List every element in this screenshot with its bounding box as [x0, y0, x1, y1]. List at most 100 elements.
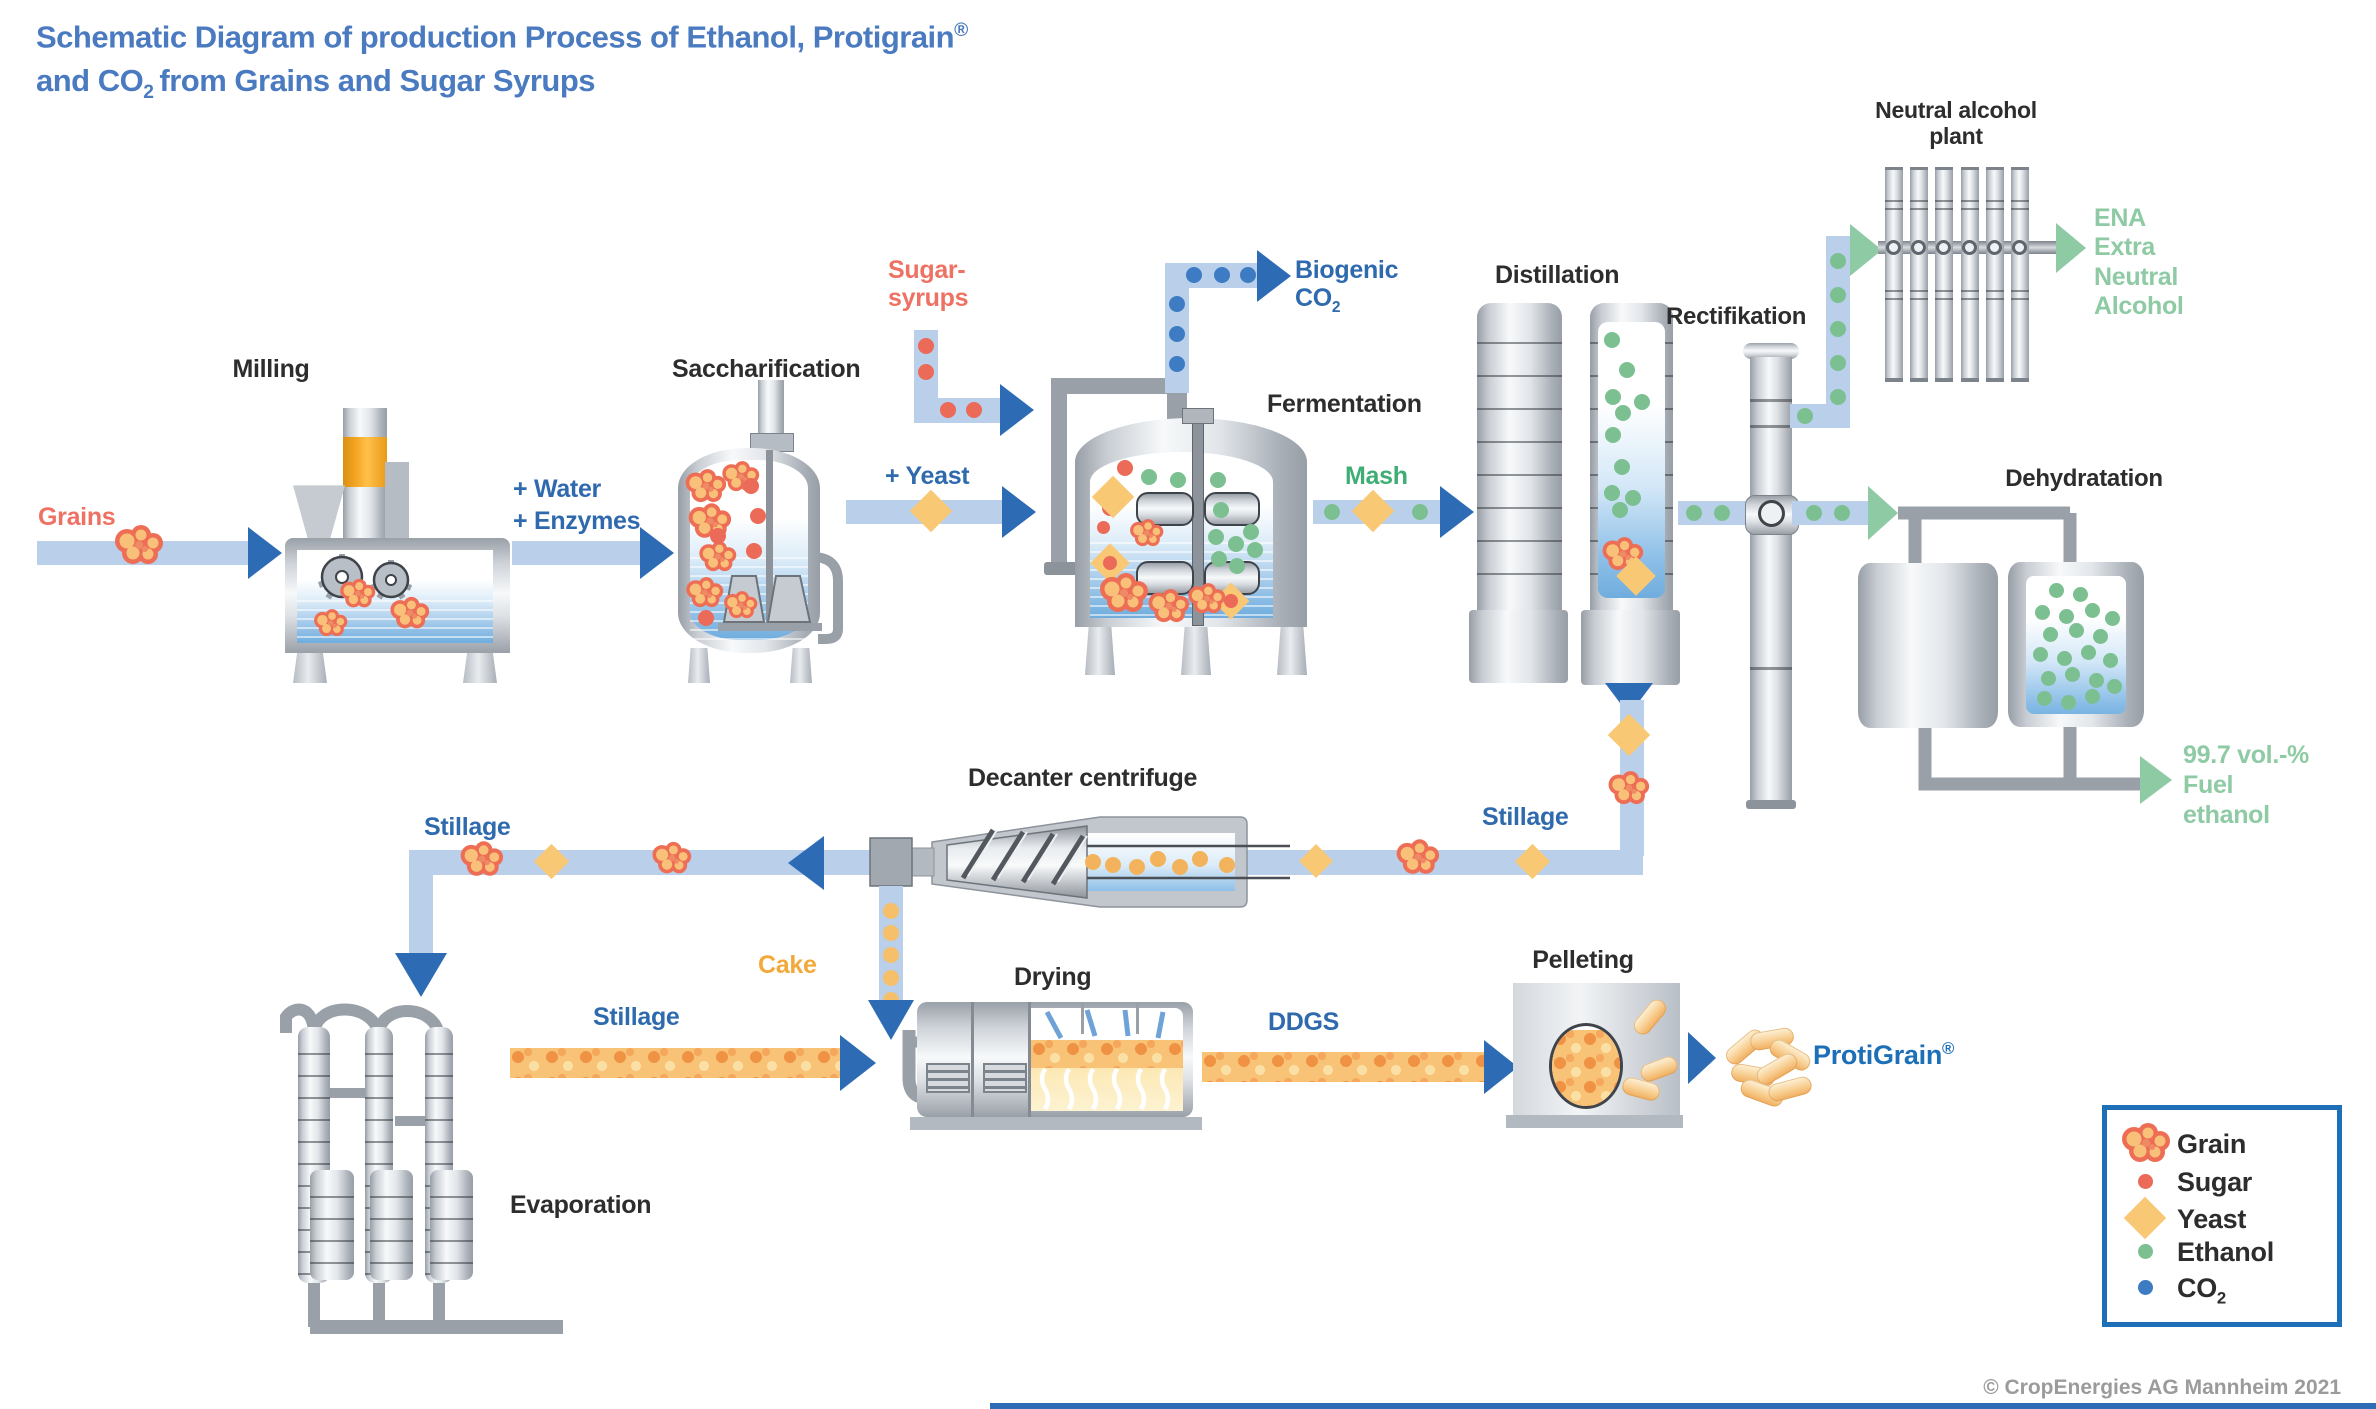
legend-ethanol-label: Ethanol — [2177, 1237, 2274, 1267]
protigrain-sup: ® — [1942, 1039, 1955, 1058]
ena-line4: Alcohol — [2094, 291, 2184, 320]
saccharification-inner-shaft — [766, 450, 773, 625]
drying-vent-grille — [983, 1063, 1027, 1093]
water-enzymes-stream — [512, 541, 640, 565]
footer-rule — [990, 1403, 2376, 1409]
grain-icon — [1128, 518, 1164, 548]
stillage-from-distillation-label: Stillage — [1482, 803, 1569, 831]
ethanol-dot-icon — [1170, 472, 1186, 488]
drying-grain-layer — [1031, 1040, 1183, 1068]
saccharification-leg — [688, 648, 710, 683]
title-registered-sup: ® — [954, 20, 968, 41]
dehydratation-tank-1 — [1858, 563, 1998, 728]
ethanol-dot-icon — [1614, 459, 1630, 475]
ethanol-dot-icon — [2033, 647, 2048, 662]
milling-hopper — [293, 485, 345, 538]
co2-arrow-icon — [1257, 250, 1291, 302]
column-flange-icon — [1911, 240, 1926, 255]
saccharification-label: Saccharification — [672, 355, 861, 383]
neutral-alcohol-column — [1885, 167, 1903, 382]
saccharification-stirrer-shaft — [758, 380, 784, 435]
grain-icon — [650, 841, 692, 875]
grain-icon — [697, 540, 737, 573]
sugar-stream-horizontal — [914, 398, 1000, 423]
ethanol-dot-icon — [1141, 469, 1157, 485]
sugar-dot-icon — [918, 338, 934, 354]
ethanol-dot-icon — [1625, 490, 1641, 506]
drying-drum-divider — [971, 1002, 974, 1117]
pelleting-label: Pelleting — [1532, 946, 1634, 974]
drying-drum-top-divider — [1081, 1002, 1084, 1034]
rectifikation-valve-ring — [1758, 500, 1785, 527]
sugar-dot-icon — [746, 543, 762, 559]
decanter-centrifuge-label: Decanter centrifuge — [968, 764, 1198, 792]
milling-side-step — [385, 462, 409, 538]
ethanol-dot-icon — [1229, 558, 1245, 574]
grains-label: Grains — [38, 503, 116, 531]
legend-grain-label: Grain — [2177, 1129, 2247, 1159]
stillage-evaporation-downpipe — [409, 874, 433, 954]
ethanol-dot-icon — [1834, 505, 1850, 521]
biogenic-sub: 2 — [1331, 299, 1341, 316]
drying-label: Drying — [1014, 963, 1092, 991]
stillage-from-evaporation-label: Stillage — [593, 1003, 680, 1031]
ethanol-dot-icon — [1634, 394, 1650, 410]
legend-sugar-label: Sugar — [2177, 1167, 2253, 1197]
neutral-alcohol-plant-label-line2: plant — [1929, 123, 1983, 149]
legend-co2-label: CO2 — [2177, 1273, 2226, 1308]
drying-drum-divider — [1028, 1002, 1031, 1117]
sugar-syrups-line2: syrups — [888, 284, 969, 312]
ethanol-dot-icon — [2069, 623, 2084, 638]
title-line2-pre: and CO — [36, 63, 144, 98]
ethanol-dot-icon — [1208, 529, 1224, 545]
stillage-drying-arrow-icon — [840, 1035, 876, 1091]
grain-icon — [684, 576, 724, 609]
ethanol-dot-icon — [1604, 485, 1620, 501]
ethanol-dot-icon — [2049, 583, 2064, 598]
copyright-text: © CropEnergies AG Mannheim 2021 — [1983, 1376, 2341, 1399]
enzymes-label: + Enzymes — [513, 507, 641, 535]
co2-dot-icon — [1169, 356, 1185, 372]
stillage-to-evaporation-label: Stillage — [424, 813, 511, 841]
ethanol-dot-icon — [1247, 542, 1263, 558]
legend-sugar-icon — [2138, 1174, 2153, 1189]
co2-dot-icon — [1169, 326, 1185, 342]
ena-line1: ENA — [2094, 204, 2146, 232]
ethanol-dot-icon — [1797, 408, 1813, 424]
ethanol-dot-icon — [1830, 321, 1846, 337]
legend-co2-sub: 2 — [2216, 1288, 2226, 1308]
mash-label: Mash — [1345, 462, 1408, 490]
ethanol-dot-icon — [1604, 332, 1620, 348]
ethanol-dot-icon — [2035, 605, 2050, 620]
milling-leg — [463, 653, 497, 683]
fermenter-leg — [1277, 627, 1307, 675]
column-flange-icon — [1962, 240, 1977, 255]
co2-dot-icon — [1186, 267, 1202, 283]
dehydratation-inlet-arrow-icon — [1868, 486, 1898, 540]
drying-heat-zone — [1031, 1068, 1183, 1111]
neutral-alcohol-column — [1910, 167, 1928, 382]
sugar-dot-icon — [710, 528, 726, 544]
ethanol-dot-icon — [2041, 671, 2056, 686]
water-enzymes-arrow-icon — [640, 527, 674, 579]
ethanol-dot-icon — [1806, 505, 1822, 521]
ddgs-label: DDGS — [1268, 1008, 1340, 1036]
rectifikation-column-cap — [1743, 343, 1799, 359]
ethanol-dot-icon — [2103, 653, 2118, 668]
ethanol-dot-icon — [1605, 389, 1621, 405]
fuel-line1: 99.7 vol.-% — [2183, 741, 2309, 769]
fermentation-label: Fermentation — [1267, 390, 1422, 418]
drying-base-plate — [910, 1117, 1202, 1130]
sugar-dot-icon — [1103, 556, 1117, 570]
title-line2-post: from Grains and Sugar Syrups — [159, 63, 596, 98]
ethanol-dot-icon — [1213, 502, 1229, 518]
ethanol-dot-icon — [1619, 362, 1635, 378]
legend-co2-text: CO — [2177, 1273, 2217, 1303]
ethanol-dot-icon — [2065, 667, 2080, 682]
ena-label: ENA Extra Neutral Alcohol — [2094, 204, 2184, 321]
ethanol-dot-icon — [2107, 679, 2122, 694]
ethanol-dot-icon — [1324, 504, 1340, 520]
cake-dot-icon — [883, 903, 899, 919]
co2-dot-icon — [1169, 296, 1185, 312]
